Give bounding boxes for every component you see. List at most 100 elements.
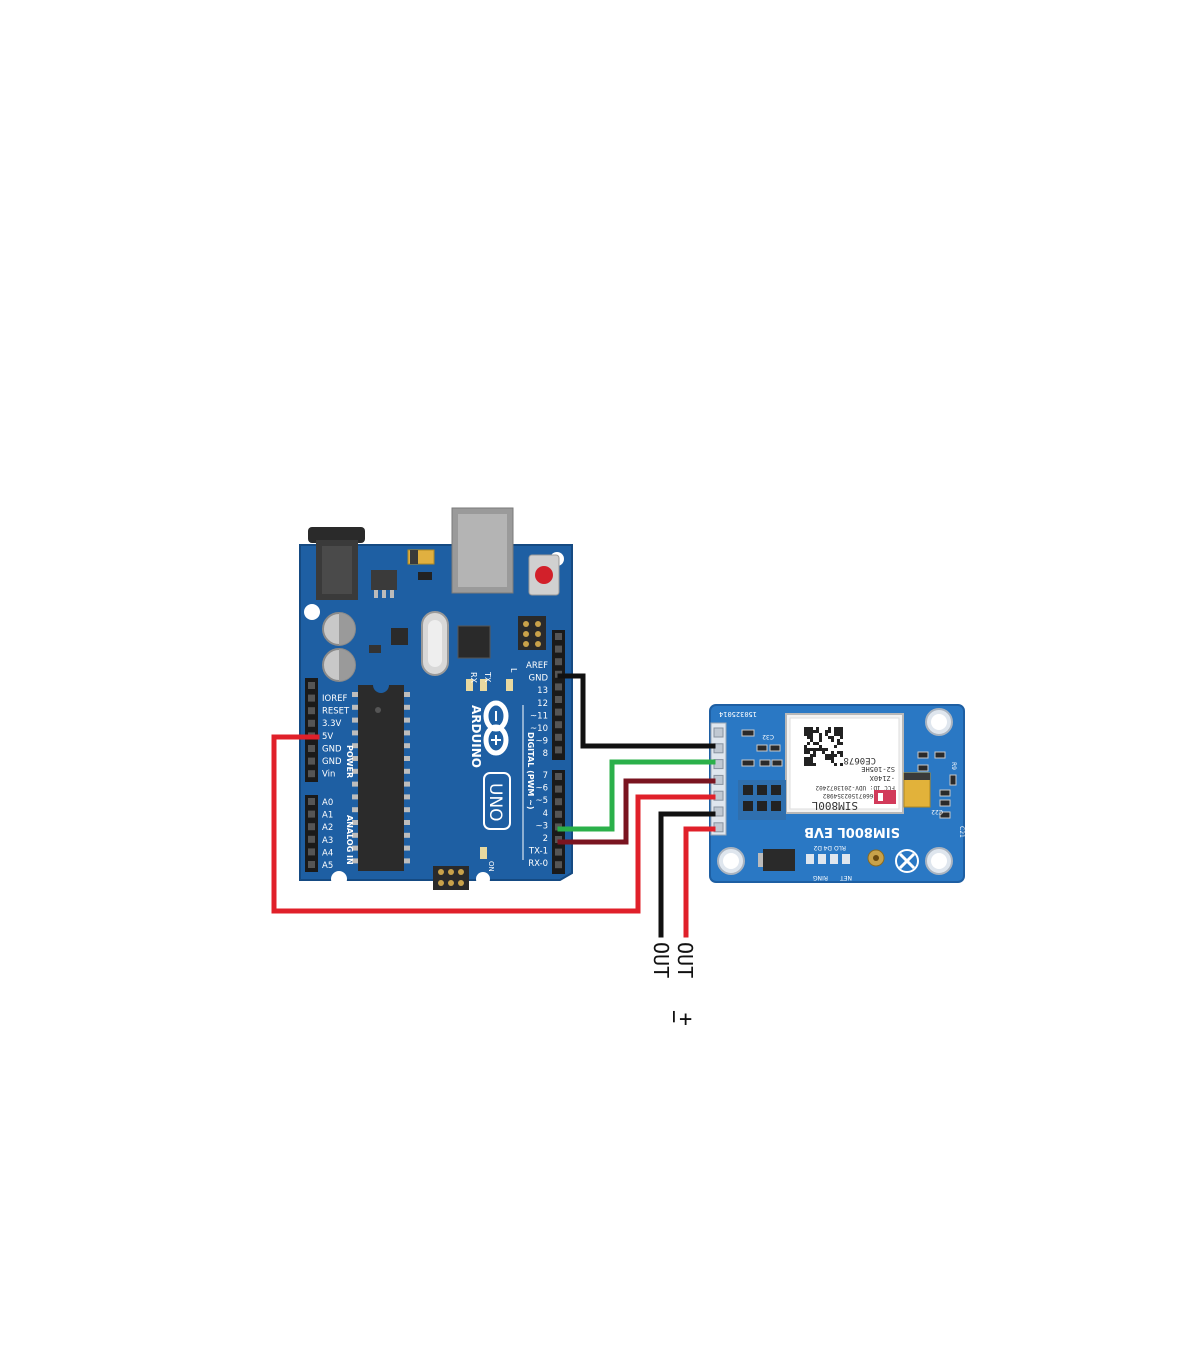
qr-module	[831, 757, 834, 760]
sim-led	[830, 854, 838, 864]
pin-label: 4	[543, 809, 548, 819]
qr-module	[816, 730, 819, 733]
smd-component	[917, 764, 929, 772]
chip-pin	[352, 845, 358, 851]
sim-diode	[763, 849, 795, 871]
qr-module	[804, 730, 807, 733]
smd-component	[939, 799, 951, 807]
qr-module	[810, 739, 813, 742]
chip-pin	[404, 820, 410, 825]
qr-module	[816, 727, 819, 730]
header-pin-hole	[555, 633, 562, 640]
qr-module	[819, 739, 822, 742]
wire-out-negative-black	[658, 811, 716, 938]
header-pin-hole	[555, 798, 562, 806]
qr-module	[807, 733, 810, 736]
l-led-label: L	[509, 668, 518, 673]
ce-mark: CE0678	[843, 755, 876, 765]
pin-label: 7	[543, 771, 548, 781]
qr-module	[807, 763, 810, 766]
qr-module	[813, 742, 816, 745]
header-pin-hole	[308, 719, 315, 727]
chip-pin	[404, 743, 410, 749]
digital-header-bottom	[552, 770, 565, 874]
mounting-hole	[476, 872, 490, 886]
sim-led	[842, 854, 850, 864]
qr-module	[834, 727, 837, 730]
silk-label: C22	[931, 808, 943, 815]
out-negative-sign: −	[661, 1010, 686, 1023]
qr-module	[804, 745, 807, 748]
chip-pin	[352, 730, 358, 736]
pin-label: A0	[322, 798, 333, 808]
silk-label: R9	[950, 762, 957, 770]
qr-module	[834, 763, 837, 766]
qr-module	[810, 760, 813, 763]
pin-label: GND	[322, 744, 342, 754]
chip-pin	[404, 692, 410, 697]
pin-label: ~5	[535, 796, 548, 806]
header-pin-hole	[308, 823, 315, 831]
qr-module	[810, 763, 813, 766]
qr-module	[807, 736, 810, 739]
qr-module	[834, 754, 837, 757]
sim-tantalum-capacitor	[903, 772, 931, 808]
smd-component	[756, 744, 768, 752]
header-pin-hole	[308, 861, 315, 868]
qr-module	[810, 757, 813, 760]
header-pin-hole	[308, 707, 315, 715]
smd-component	[934, 751, 946, 759]
pin-label: A1	[322, 811, 333, 821]
qr-module	[831, 751, 834, 754]
pin-label: 2	[543, 834, 548, 844]
chip-pin	[352, 768, 358, 774]
chip-pin	[404, 807, 410, 813]
sim-pin	[713, 727, 724, 738]
sim-pin-header	[710, 722, 727, 836]
qr-module	[810, 736, 813, 739]
analog-header	[305, 795, 318, 872]
qr-module	[807, 742, 810, 745]
qr-module	[828, 730, 831, 733]
qr-module	[810, 730, 813, 733]
qr-module	[807, 760, 810, 763]
header-pin-hole	[555, 721, 562, 729]
arduino-uno-board: RX TX L ON ARDUINO UNO	[299, 507, 573, 890]
pin-label: A5	[322, 861, 333, 871]
qr-module	[822, 751, 825, 754]
qr-module	[840, 763, 843, 766]
qr-module	[810, 754, 813, 757]
qr-module	[807, 727, 810, 730]
qr-module	[819, 748, 822, 751]
silk-label: NET	[840, 874, 852, 881]
qr-module	[840, 730, 843, 733]
header-pin-hole	[308, 745, 315, 752]
qr-module	[804, 751, 807, 754]
smd-component	[741, 759, 755, 767]
header-pin-hole	[308, 770, 315, 778]
qr-module	[840, 754, 843, 757]
qr-module	[840, 736, 843, 739]
smd-component	[759, 759, 771, 767]
chip-pin	[352, 692, 358, 697]
chip-pin	[404, 704, 410, 710]
header-pin-hole	[308, 694, 315, 702]
dc-barrel-jack	[308, 527, 365, 600]
qr-module	[837, 730, 840, 733]
qr-module	[825, 757, 828, 760]
pin-label: ~3	[535, 821, 548, 831]
silk-label: C32	[762, 733, 774, 740]
qr-module	[813, 748, 816, 751]
qr-module	[837, 742, 840, 745]
qr-module	[813, 730, 816, 733]
pin-label: 5V	[322, 732, 333, 742]
smd-component	[741, 729, 755, 737]
qr-code	[804, 727, 843, 766]
electrolytic-capacitor	[322, 648, 356, 682]
wire-gnd-black	[557, 673, 716, 749]
antenna-connector	[867, 849, 885, 867]
header-pin-hole	[308, 835, 315, 843]
header-pin-hole	[555, 785, 562, 793]
sim-logo-icon	[895, 849, 919, 873]
qr-module	[831, 739, 834, 742]
